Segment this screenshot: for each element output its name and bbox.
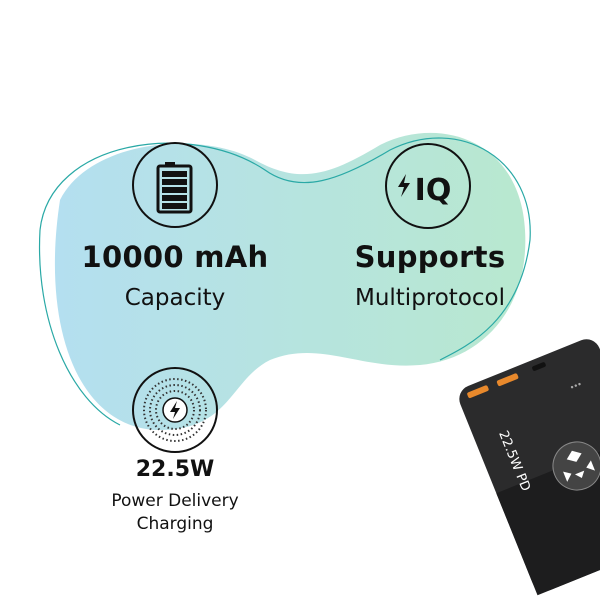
blob-outline <box>39 137 531 361</box>
feature-protocol-subtitle: Multiprotocol <box>354 285 506 311</box>
feature-power-line1: Power Delivery <box>111 491 239 511</box>
feature-power-line2: Charging <box>136 514 214 534</box>
feature-capacity-subtitle: Capacity <box>124 285 226 311</box>
blob-outline-lower <box>38 229 121 426</box>
iq-label: IQ <box>415 173 452 208</box>
power-bank-image: 22.5W PD <box>459 339 600 596</box>
feature-protocol-title: Supports <box>354 240 506 274</box>
fast-charge-iq-icon: IQ <box>385 143 471 229</box>
feature-capacity-title: 10000 mAh <box>81 240 269 274</box>
feature-power-title: 22.5W <box>135 457 215 482</box>
battery-icon <box>132 142 218 228</box>
blob-shape <box>54 132 526 430</box>
wireless-charging-icon <box>132 367 218 453</box>
